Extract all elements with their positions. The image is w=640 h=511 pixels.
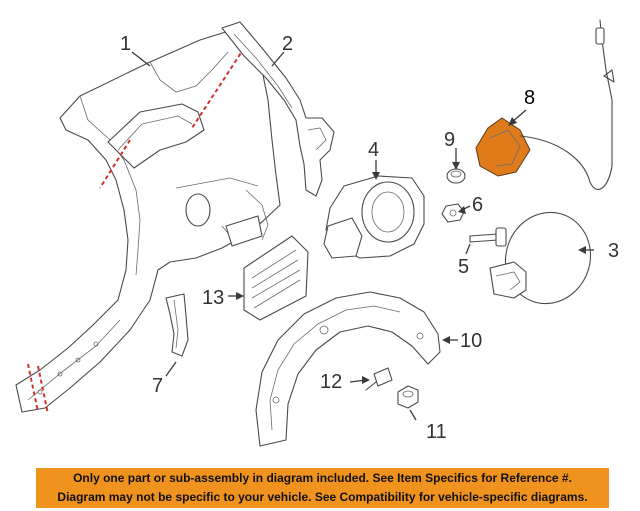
callout-11: 11 (426, 421, 447, 443)
callout-5: 5 (458, 256, 469, 278)
callout-7: 7 (152, 375, 163, 397)
parts-diagram: 1 2 3 4 5 6 7 8 9 10 11 12 13 (15, 19, 619, 447)
cut-line-rocker-2 (37, 365, 49, 415)
cut-line-pillar (99, 139, 131, 189)
cut-line-roof (191, 35, 253, 129)
fuel-door-part-3 (489, 211, 592, 305)
callout-3: 3 (608, 240, 619, 262)
leader-lines (131, 51, 594, 421)
callout-13: 13 (202, 287, 224, 309)
fuel-door-actuator-part-8 (475, 19, 615, 190)
callout-9: 9 (444, 129, 455, 151)
disclaimer-line-2: Diagram may not be specific to your vehi… (57, 490, 588, 504)
disclaimer-banner: Only one part or sub-assembly in diagram… (36, 468, 609, 508)
grommet-part-9 (446, 168, 466, 184)
callout-6: 6 (472, 194, 483, 216)
vent-grille-part-13 (243, 235, 309, 321)
nut-part-11 (397, 385, 419, 409)
bolt-part-5 (469, 227, 507, 247)
clip-part-6 (441, 203, 465, 223)
quarter-panel-part-1 (15, 29, 281, 413)
cut-line-rocker-1 (27, 363, 39, 413)
callout-8: 8 (524, 87, 535, 109)
callout-2: 2 (282, 33, 293, 55)
wheel-liner-part-10 (255, 291, 441, 447)
callout-12: 12 (320, 371, 342, 393)
disclaimer-line-1: Only one part or sub-assembly in diagram… (73, 471, 572, 485)
callout-1: 1 (120, 33, 131, 55)
bracket-part-7 (165, 293, 189, 357)
callout-10: 10 (460, 330, 482, 352)
actuator-body-highlight (475, 117, 531, 177)
pillar-reinforcement-part-2 (221, 21, 335, 197)
callout-4: 4 (368, 139, 379, 161)
screw-part-12 (365, 367, 393, 391)
fuel-filler-housing-part-4 (323, 175, 425, 259)
